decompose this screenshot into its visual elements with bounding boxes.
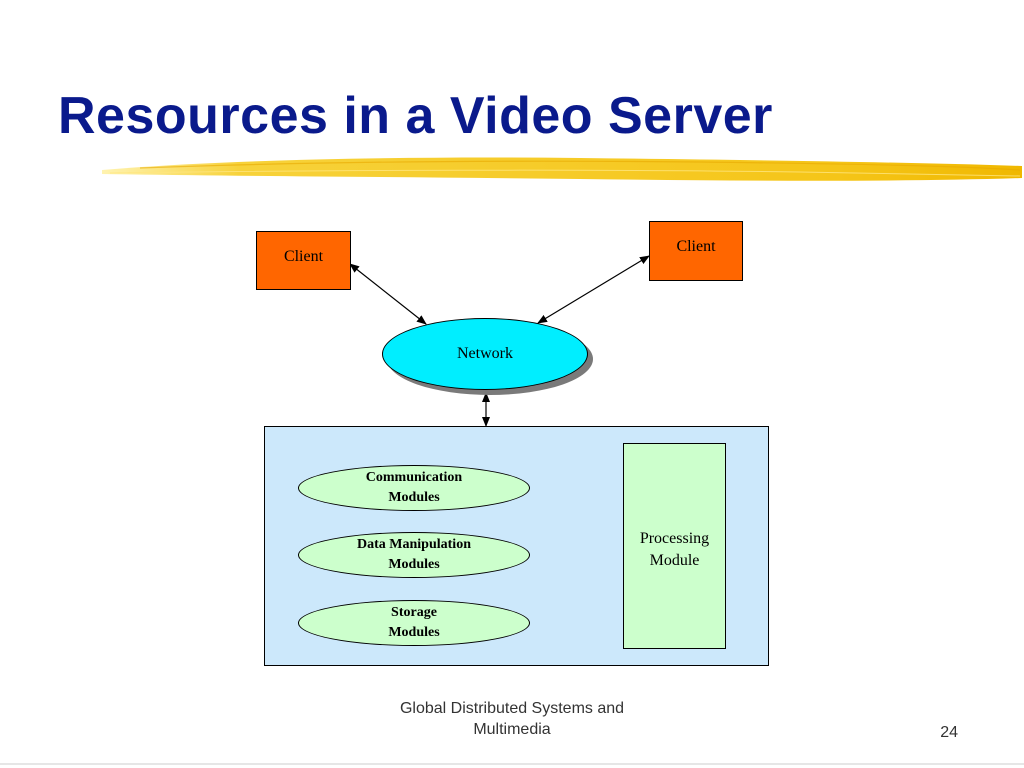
page-number: 24 <box>940 724 958 741</box>
client-right-box: Client <box>649 221 743 281</box>
storage-modules-label: Storage Modules <box>388 605 440 640</box>
client-left-box: Client <box>256 231 351 290</box>
slide-footer: Global Distributed Systems and Multimedi… <box>399 700 625 738</box>
arrow-client-left-network <box>349 263 427 325</box>
network-ellipse: Network <box>382 318 588 390</box>
processing-module-label: Processing Module <box>639 530 710 569</box>
communication-modules-label: Communication Modules <box>365 470 463 505</box>
bottom-divider <box>0 763 1024 765</box>
title-highlight-stroke <box>102 157 1022 181</box>
storage-modules: Storage Modules <box>298 600 530 646</box>
processing-module-box: Processing Module <box>623 443 726 649</box>
communication-modules: Communication Modules <box>298 465 530 511</box>
client-left-label: Client <box>283 248 324 265</box>
data-manipulation-modules-label: Data Manipulation Modules <box>357 537 471 572</box>
client-right-label: Client <box>676 238 716 255</box>
slide-title: Resources in a Video Server <box>58 87 773 145</box>
network-label: Network <box>457 345 513 362</box>
data-manipulation-modules: Data Manipulation Modules <box>298 532 530 578</box>
arrow-client-right-network <box>537 255 650 324</box>
